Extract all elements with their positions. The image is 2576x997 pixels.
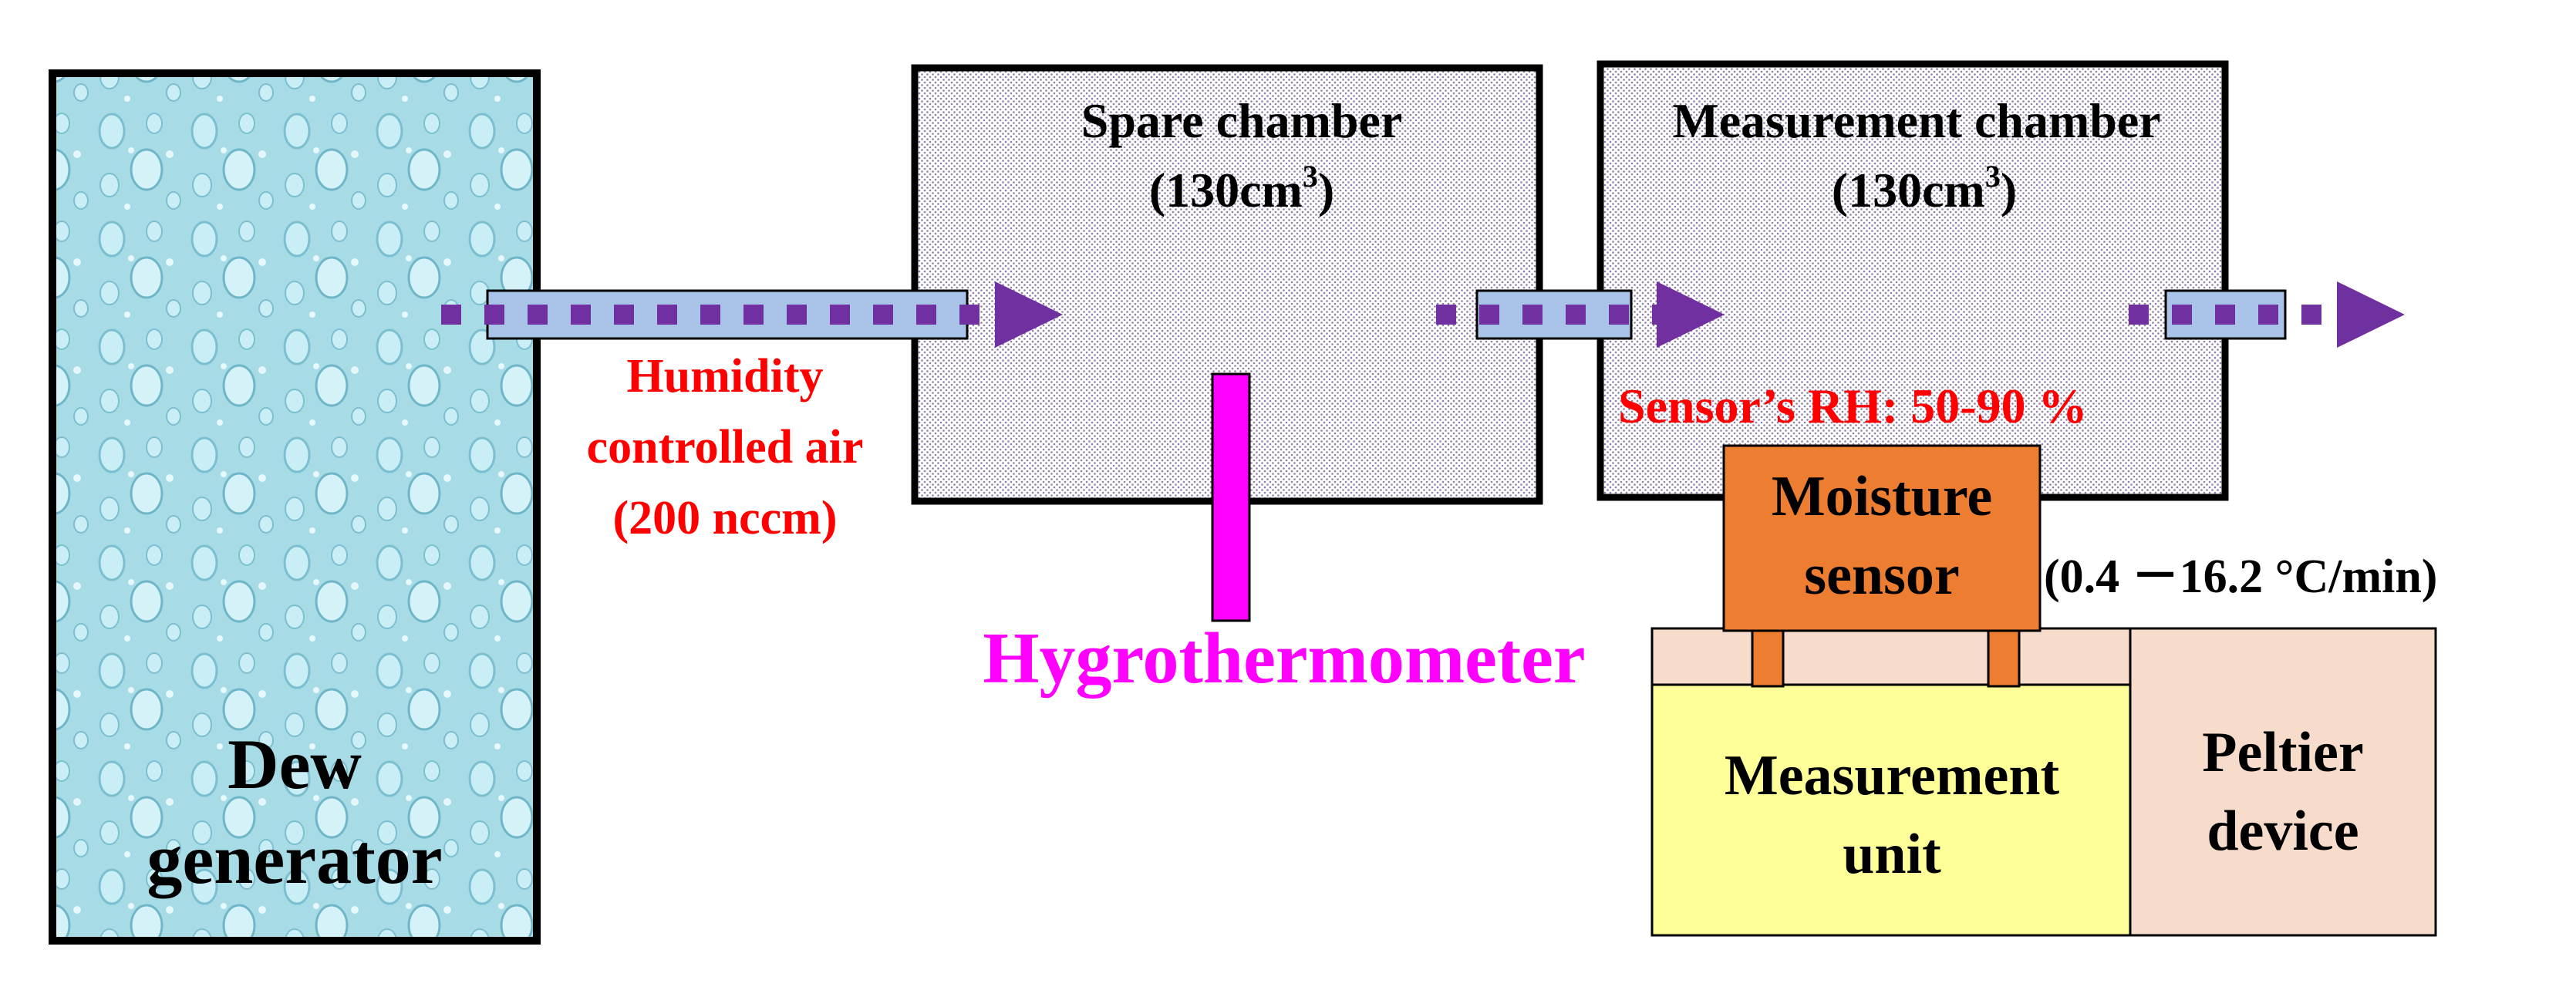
- measurement-unit-line1: Measurement: [1725, 744, 2060, 807]
- humidity-air-label: Humidity controlled air (200 nccm): [587, 350, 864, 544]
- flow-arrow-3: [2337, 281, 2405, 348]
- spare-chamber-title: Spare chamber: [1081, 93, 1403, 148]
- moisture-sensor: Moisture sensor: [1722, 444, 2042, 632]
- measurement-unit-line2: unit: [1843, 823, 1941, 886]
- dew-generator-label-line2: generator: [147, 820, 442, 898]
- sensor-base-plate: [1650, 627, 2133, 688]
- measurement-chamber: Measurement chamber (130cm3): [1597, 60, 2229, 501]
- flow-arrow-2: [1657, 281, 1725, 348]
- hygrothermometer-label: Hygrothermometer: [983, 618, 1585, 699]
- peltier-line2: device: [2207, 800, 2359, 863]
- peltier-line1: Peltier: [2202, 721, 2364, 784]
- temperature-rate-label: (0.4 －16.2 °C/min): [2044, 551, 2437, 603]
- measurement-unit: Measurement unit: [1650, 683, 2133, 937]
- sensor-leg-right: [1987, 629, 2021, 688]
- moisture-sensor-line1: Moisture: [1772, 465, 1992, 528]
- measurement-chamber-title: Measurement chamber: [1672, 93, 2160, 148]
- humidity-air-line1: Humidity: [627, 350, 824, 403]
- flow-tube-1: [486, 289, 969, 340]
- flow-line-1: [441, 305, 979, 325]
- measurement-chamber-volume: (130cm3): [1832, 159, 2017, 217]
- sensor-leg-left: [1751, 629, 1785, 688]
- humidity-air-line2: controlled air: [587, 421, 864, 473]
- moisture-sensor-line2: sensor: [1804, 544, 1959, 607]
- dew-generator: Dew generator: [49, 69, 541, 945]
- flow-tube-2: [1475, 289, 1633, 340]
- humidity-air-line3: (200 nccm): [613, 492, 838, 544]
- dew-generator-label-line1: Dew: [228, 725, 362, 803]
- spare-chamber-volume: (130cm3): [1149, 159, 1334, 217]
- sensor-rh-label: Sensor’s RH: 50-90 %: [1618, 379, 2088, 433]
- hygrothermometer: Hygrothermometer: [983, 372, 1586, 699]
- flow-arrow-1: [995, 281, 1063, 348]
- peltier-device: Peltier device: [2129, 627, 2437, 937]
- flow-line-3: [2129, 305, 2321, 325]
